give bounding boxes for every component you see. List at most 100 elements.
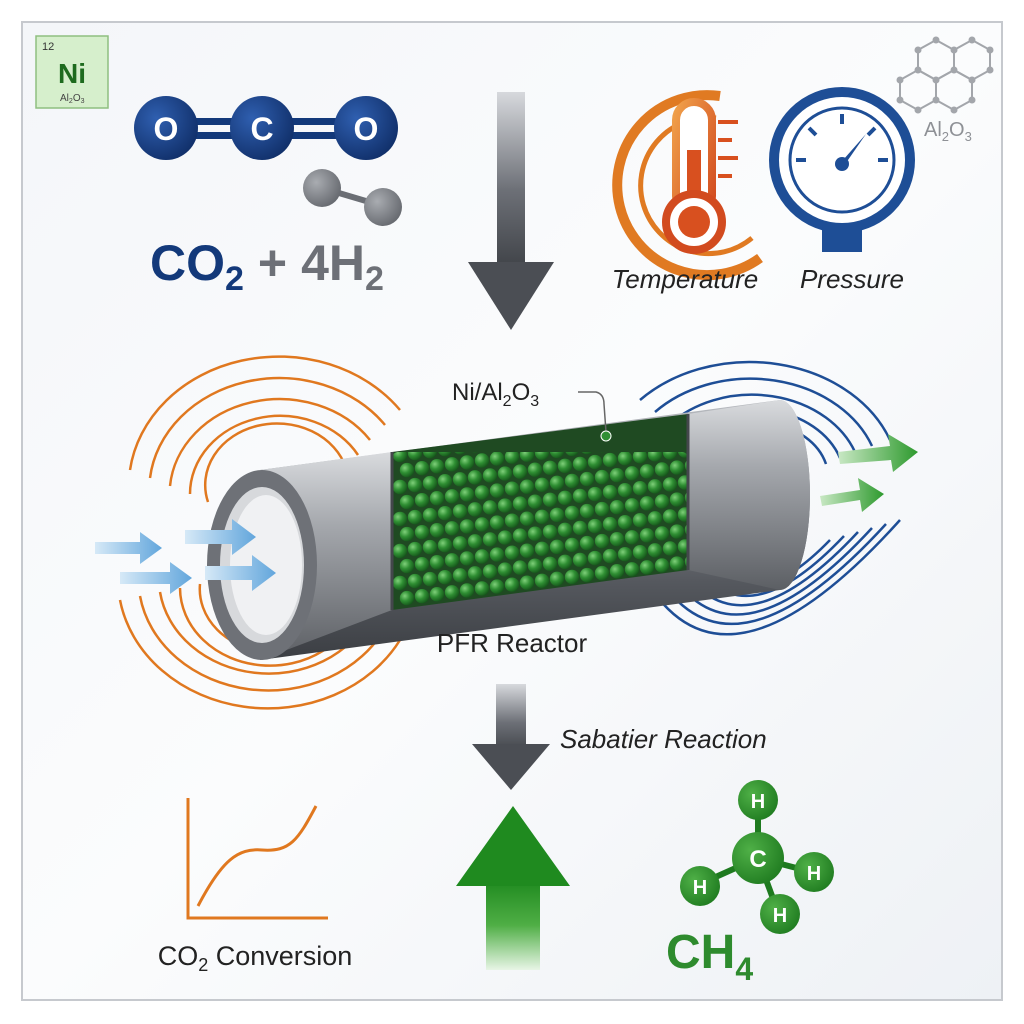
catalyst-bead xyxy=(534,452,550,460)
catalyst-bead xyxy=(587,550,603,566)
catalyst-bead xyxy=(609,564,625,579)
catalyst-bead xyxy=(632,513,648,528)
catalyst-bead xyxy=(437,474,453,489)
catalyst-bead xyxy=(617,482,633,498)
catalyst-bead xyxy=(429,491,445,506)
catalyst-bead xyxy=(414,492,430,508)
catalyst-bead xyxy=(489,579,505,594)
catalyst-bead xyxy=(647,479,663,494)
catalyst-bead xyxy=(549,475,565,491)
catalyst-bead xyxy=(422,452,438,459)
catalyst-bead xyxy=(557,522,573,538)
catalyst-bead xyxy=(549,571,565,587)
catalyst-bead xyxy=(422,475,438,491)
catalyst-bead xyxy=(579,503,595,519)
catalyst-bead xyxy=(414,524,430,540)
catalyst-bead xyxy=(669,492,685,507)
temperature-label: Temperature xyxy=(612,264,758,294)
catalyst-bead xyxy=(482,468,498,483)
catalyst-bead xyxy=(542,492,558,507)
catalyst-bead xyxy=(557,554,573,570)
atom-o-left-label: O xyxy=(154,111,179,147)
inlet-flow-arrows xyxy=(95,519,276,594)
catalyst-bead xyxy=(399,590,415,606)
nickel-element-tile: 12 Ni Al2O3 xyxy=(35,35,109,109)
catalyst-bead xyxy=(519,575,535,590)
catalyst-bead xyxy=(549,452,565,459)
catalyst-bead xyxy=(557,490,573,506)
catalyst-bead xyxy=(669,556,685,571)
catalyst-bead xyxy=(594,565,610,581)
element-symbol: Ni xyxy=(58,58,86,89)
catalyst-bead xyxy=(542,556,558,571)
catalyst-bead xyxy=(437,570,453,585)
feed-arrow xyxy=(468,92,554,330)
catalyst-bead xyxy=(602,516,618,532)
catalyst-callout-line xyxy=(578,391,607,433)
catalyst-bead xyxy=(467,502,483,517)
catalyst-bead xyxy=(602,548,618,564)
svg-text:H: H xyxy=(807,863,821,885)
catalyst-bead xyxy=(654,526,670,541)
reaction-label: Sabatier Reaction xyxy=(560,724,767,754)
atom-o-right-label: O xyxy=(354,111,379,147)
catalyst-bead xyxy=(512,560,528,575)
co2-molecule: O C O xyxy=(134,96,398,160)
catalyst-bead xyxy=(399,526,415,542)
catalyst-bead xyxy=(512,528,528,543)
catalyst-bead xyxy=(474,581,490,596)
catalyst-bead xyxy=(632,452,648,464)
catalyst-bead xyxy=(542,524,558,539)
catalyst-bead xyxy=(609,468,625,483)
catalyst-bead xyxy=(542,460,558,475)
catalyst-bead xyxy=(497,466,513,481)
catalyst-bead xyxy=(399,494,415,510)
catalyst-bead xyxy=(399,558,415,574)
catalyst-bead xyxy=(474,453,490,468)
catalyst-bead xyxy=(557,458,573,474)
alumina-label: Al2O3 xyxy=(924,119,972,144)
catalyst-bead xyxy=(639,496,655,511)
catalyst-bead xyxy=(399,462,415,478)
catalyst-bead xyxy=(497,498,513,513)
catalyst-bead xyxy=(467,534,483,549)
catalyst-bead xyxy=(677,475,688,490)
svg-text:H: H xyxy=(693,877,707,899)
catalyst-bead xyxy=(579,535,595,551)
catalyst-bead xyxy=(444,553,460,568)
catalyst-bead xyxy=(624,498,640,513)
catalyst-bead xyxy=(594,469,610,485)
catalyst-bead xyxy=(407,541,423,557)
catalyst-bead xyxy=(587,486,603,502)
catalyst-bead xyxy=(594,533,610,549)
catalyst-bead xyxy=(392,511,408,527)
product-formula: CH4 xyxy=(666,926,753,987)
catalyst-bead xyxy=(429,555,445,570)
catalyst-bead xyxy=(422,571,438,587)
catalyst-bead xyxy=(579,567,595,583)
catalyst-bead xyxy=(452,472,468,487)
catalyst-bead xyxy=(632,545,648,560)
catalyst-bead xyxy=(564,505,580,521)
catalyst-bead xyxy=(414,460,430,476)
catalyst-bead xyxy=(579,471,595,487)
svg-text:C: C xyxy=(749,846,766,873)
catalyst-bead xyxy=(564,473,580,489)
catalyst-bead xyxy=(632,481,648,496)
catalyst-bead xyxy=(572,552,588,568)
catalyst-bead xyxy=(549,507,565,523)
catalyst-bead xyxy=(647,452,663,462)
catalyst-bead xyxy=(527,494,543,509)
catalyst-bead xyxy=(489,483,505,498)
catalyst-bead xyxy=(677,452,688,458)
catalyst-bead xyxy=(467,566,483,581)
thermometer-icon xyxy=(612,90,763,281)
catalyst-bead xyxy=(534,477,550,492)
catalyst-bead xyxy=(654,462,670,477)
methane-molecule: C H H H H xyxy=(680,780,834,934)
catalyst-bead xyxy=(414,556,430,572)
catalyst-bead xyxy=(392,479,408,495)
catalyst-bead xyxy=(482,532,498,547)
alumina-structure-icon xyxy=(896,36,994,114)
